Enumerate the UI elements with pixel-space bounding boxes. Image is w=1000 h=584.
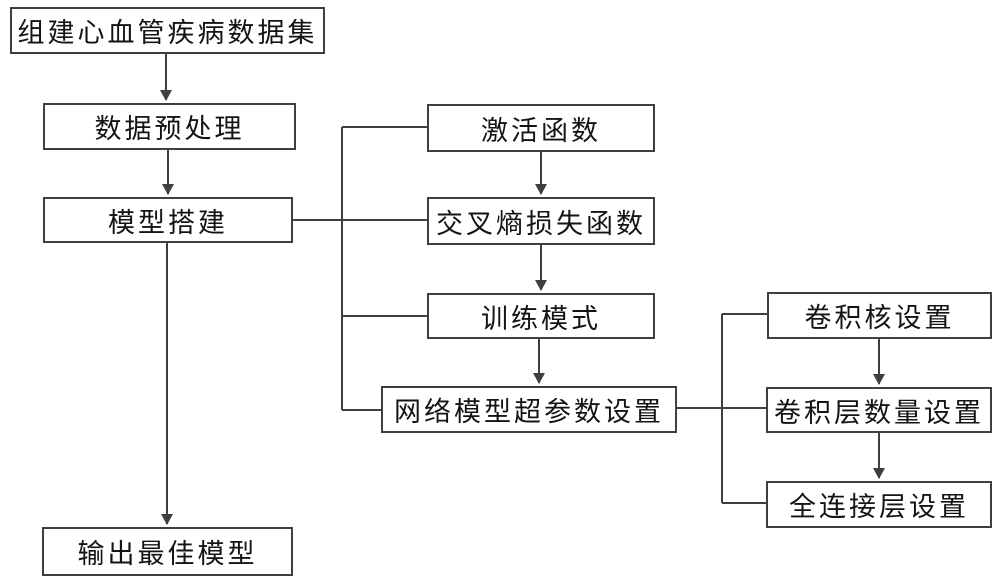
node-hyperparam: 网络模型超参数设置 <box>381 386 677 433</box>
node-training: 训练模式 <box>427 293 655 339</box>
node-output: 输出最佳模型 <box>42 527 293 576</box>
node-model: 模型搭建 <box>43 197 293 243</box>
node-loss: 交叉熵损失函数 <box>427 197 655 245</box>
node-kernel: 卷积核设置 <box>767 292 992 339</box>
node-fc: 全连接层设置 <box>766 481 992 528</box>
node-convlayers: 卷积层数量设置 <box>766 387 992 433</box>
node-preprocess: 数据预处理 <box>43 103 296 150</box>
node-activation: 激活函数 <box>427 104 655 152</box>
node-dataset: 组建心血管疾病数据集 <box>10 7 325 54</box>
